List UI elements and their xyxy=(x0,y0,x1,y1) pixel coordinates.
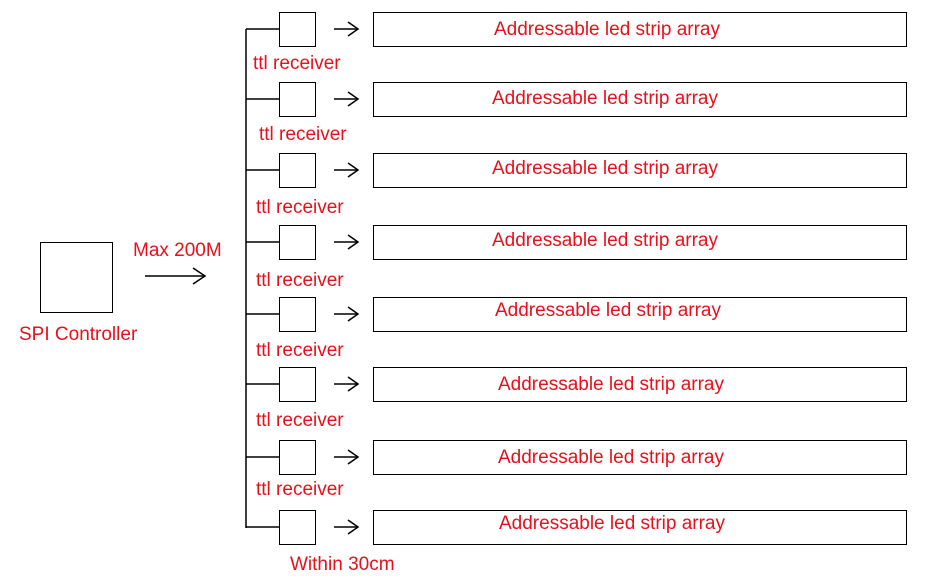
main-arrow-head xyxy=(192,267,207,285)
distance-label: Within 30cm xyxy=(290,554,395,575)
receiver-box xyxy=(279,82,316,117)
strip-box xyxy=(373,225,907,260)
receiver-box xyxy=(279,225,316,260)
receiver-box xyxy=(279,153,316,188)
receiver-box xyxy=(279,12,316,47)
receiver-box xyxy=(279,367,316,402)
strip-box xyxy=(373,12,907,47)
strip-box xyxy=(373,440,907,475)
arrow-head xyxy=(347,21,360,37)
spi-controller-box xyxy=(40,242,113,313)
strip-box xyxy=(373,297,907,332)
strip-label: Addressable led strip array xyxy=(499,513,725,534)
spi-controller-label: SPI Controller xyxy=(19,324,138,345)
arrow-head xyxy=(347,519,360,535)
strip-label: Addressable led strip array xyxy=(498,374,724,395)
strip-label: Addressable led strip array xyxy=(492,88,718,109)
receiver-label: ttl receiver xyxy=(253,53,341,74)
strip-label: Addressable led strip array xyxy=(498,447,724,468)
strip-label: Addressable led strip array xyxy=(494,19,720,40)
strip-label: Addressable led strip array xyxy=(492,230,718,251)
arrow-head xyxy=(347,376,360,392)
strip-box xyxy=(373,82,907,117)
arrow-head xyxy=(347,162,360,178)
branch-lines xyxy=(246,21,360,535)
strip-label: Addressable led strip array xyxy=(495,300,721,321)
arrow-head xyxy=(347,234,360,250)
receiver-label: ttl receiver xyxy=(256,410,344,431)
receiver-label: ttl receiver xyxy=(259,124,347,145)
receiver-label: ttl receiver xyxy=(256,340,344,361)
receiver-label: ttl receiver xyxy=(256,479,344,500)
receiver-box xyxy=(279,440,316,475)
arrow-head xyxy=(347,306,360,322)
arrow-head xyxy=(347,449,360,465)
strip-box xyxy=(373,153,907,188)
strip-label: Addressable led strip array xyxy=(492,158,718,179)
link-speed-label: Max 200M xyxy=(133,240,222,261)
strip-box xyxy=(373,510,907,545)
receiver-label: ttl receiver xyxy=(256,197,344,218)
strip-box xyxy=(373,367,907,402)
receiver-box xyxy=(279,510,316,545)
receiver-box xyxy=(279,297,316,332)
arrow-head xyxy=(347,91,360,107)
receiver-label: ttl receiver xyxy=(256,270,344,291)
